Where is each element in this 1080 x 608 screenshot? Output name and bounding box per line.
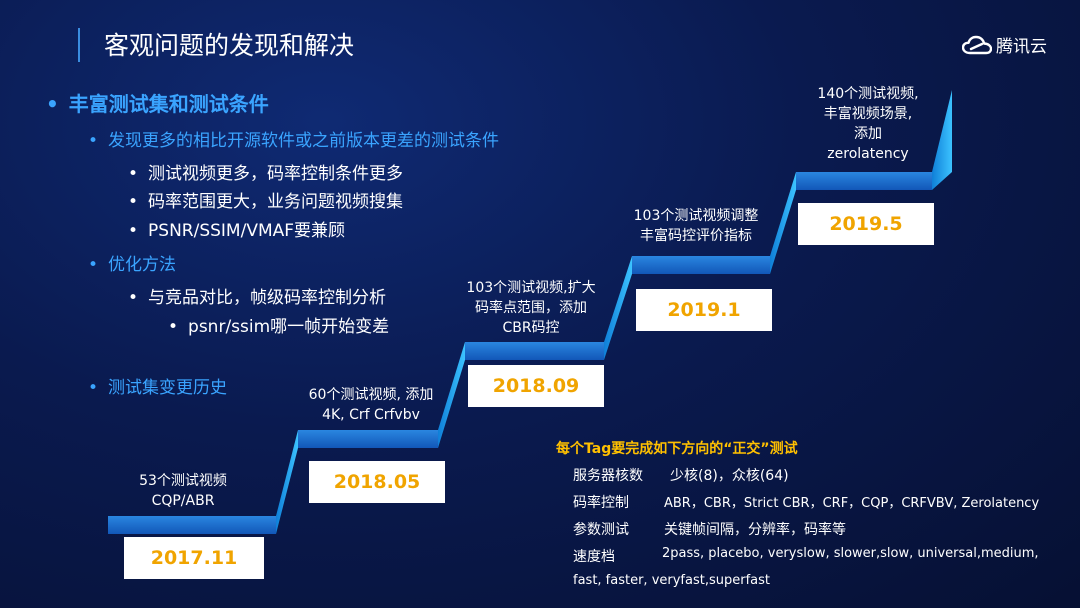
date-box-2017-11: 2017.11	[124, 537, 264, 579]
date-box-2018-05: 2018.05	[309, 461, 445, 503]
stair-tread	[632, 256, 770, 274]
stair-riser	[438, 342, 465, 448]
slide-title: 客观问题的发现和解决	[104, 31, 355, 60]
stair-tread	[298, 430, 438, 448]
bullet-item: •与竞品对比，帧级码率控制分析	[128, 288, 387, 308]
orthogonal-value: fast, faster, veryfast,superfast	[573, 573, 770, 588]
timeline-label-2019-5: 140个测试视频, 丰富视频场景, 添加 zerolatency	[817, 86, 919, 162]
stair-tread	[796, 172, 932, 190]
timeline-label-2017-11: 53个测试视频 CQP/ABR	[139, 473, 227, 509]
tencent-cloud-logo: 腾讯云	[962, 32, 1047, 57]
stair-riser	[932, 90, 952, 190]
cloud-icon	[962, 35, 992, 54]
bullet-item: •PSNR/SSIM/VMAF要兼顾	[128, 221, 346, 241]
stair-riser	[276, 430, 298, 534]
stair-riser	[604, 256, 632, 360]
timeline-label-2018-05: 60个测试视频, 添加 4K, Crf Crfvbv	[308, 387, 434, 423]
date-box-2019-1: 2019.1	[636, 289, 772, 331]
title-accent-bar	[78, 28, 80, 62]
timeline-label-2018-09: 103个测试视频,扩大 码率点范围，添加 CBR码控	[466, 280, 596, 336]
bullet-item: •优化方法	[88, 255, 177, 275]
orthogonal-key: 服务器核数	[573, 468, 643, 484]
bullet-item: •psnr/ssim哪一帧开始变差	[168, 317, 390, 337]
orthogonal-key: 参数测试	[573, 522, 629, 538]
logo-text: 腾讯云	[996, 37, 1047, 57]
timeline-label-2019-1: 103个测试视频调整 丰富码控评价指标	[633, 208, 759, 244]
orthogonal-value: 2pass, placebo, veryslow, slower,slow, u…	[662, 546, 1039, 561]
stair-tread	[108, 516, 276, 534]
orthogonal-value: ABR，CBR，Strict CBR，CRF，CQP，CRFVBV, Zerol…	[664, 496, 1040, 511]
stair-tread	[465, 342, 604, 360]
bullet-list: •丰富测试集和测试条件 •发现更多的相比开源软件或之前版本更差的测试条件 •测试…	[46, 92, 500, 398]
stair-riser	[770, 172, 796, 274]
orthogonal-test-title: 每个Tag要完成如下方向的“正交”测试	[556, 441, 798, 457]
date-box-2018-09: 2018.09	[468, 365, 604, 407]
bullet-item: •丰富测试集和测试条件	[46, 92, 269, 116]
orthogonal-value: 少核(8)，众核(64)	[670, 468, 789, 484]
bullet-item: •测试视频更多，码率控制条件更多	[128, 164, 404, 184]
bullet-item: •码率范围更大，业务问题视频搜集	[128, 192, 404, 212]
bullet-item: •发现更多的相比开源软件或之前版本更差的测试条件	[88, 131, 500, 151]
orthogonal-key: 码率控制	[573, 495, 629, 511]
date-box-2019-5: 2019.5	[798, 203, 934, 245]
orthogonal-key: 速度档	[573, 549, 615, 565]
orthogonal-value: 关键帧间隔，分辨率，码率等	[664, 522, 846, 538]
bullet-item: •测试集变更历史	[88, 378, 228, 398]
